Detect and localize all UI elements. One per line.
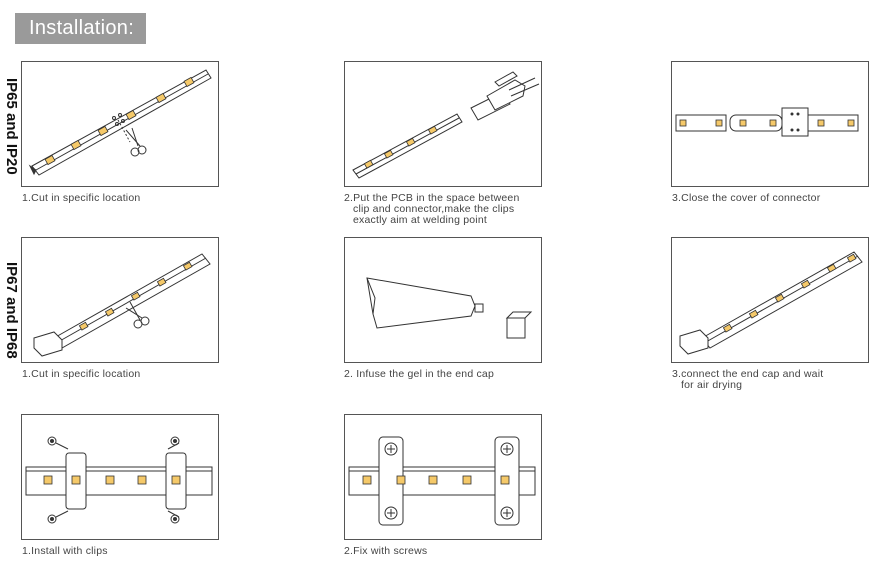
step-ip67-1-illustration xyxy=(21,237,219,363)
step-mount-1-caption: 1.Install with clips xyxy=(22,546,108,557)
caption-line: 2.Put the PCB in the space between xyxy=(344,192,520,204)
step-ip65-3-illustration xyxy=(671,61,869,187)
step-mount-2-caption: 2.Fix with screws xyxy=(344,546,427,557)
step-ip67-1-caption: 1.Cut in specific location xyxy=(22,369,140,380)
group-label-ip67: IP67 and IP68 xyxy=(3,262,20,359)
step-ip65-1-illustration xyxy=(21,61,219,187)
step-mount-1-illustration xyxy=(21,414,219,540)
step-ip65-2-caption: 2.Put the PCB in the space between clip … xyxy=(344,193,520,226)
caption-line: 3.connect the end cap and wait xyxy=(672,368,824,380)
caption-line: 2. Infuse the gel in the end cap xyxy=(344,368,495,380)
caption-line: clip and connector,make the clips xyxy=(353,203,515,215)
caption-line: 1.Cut in specific location xyxy=(22,368,141,380)
step-ip67-2-caption: 2. Infuse the gel in the end cap xyxy=(344,369,494,380)
caption-line: 1.Cut in specific location xyxy=(22,192,141,204)
step-ip65-2-illustration xyxy=(344,61,542,187)
step-ip67-2-illustration xyxy=(344,237,542,363)
page-title: Installation: xyxy=(15,13,146,44)
step-ip65-1-caption: 1.Cut in specific location xyxy=(22,193,140,204)
caption-line: exactly aim at welding point xyxy=(353,214,487,226)
step-mount-2-illustration xyxy=(344,414,542,540)
caption-line: 2.Fix with screws xyxy=(344,545,428,557)
caption-line: for air drying xyxy=(681,379,743,391)
caption-line: 1.Install with clips xyxy=(22,545,108,557)
group-label-ip65: IP65 and IP20 xyxy=(3,78,20,175)
step-ip65-3-caption: 3.Close the cover of connector xyxy=(672,193,820,204)
caption-line: 3.Close the cover of connector xyxy=(672,192,821,204)
step-ip67-3-illustration xyxy=(671,237,869,363)
step-ip67-3-caption: 3.connect the end cap and wait for air d… xyxy=(672,369,823,391)
